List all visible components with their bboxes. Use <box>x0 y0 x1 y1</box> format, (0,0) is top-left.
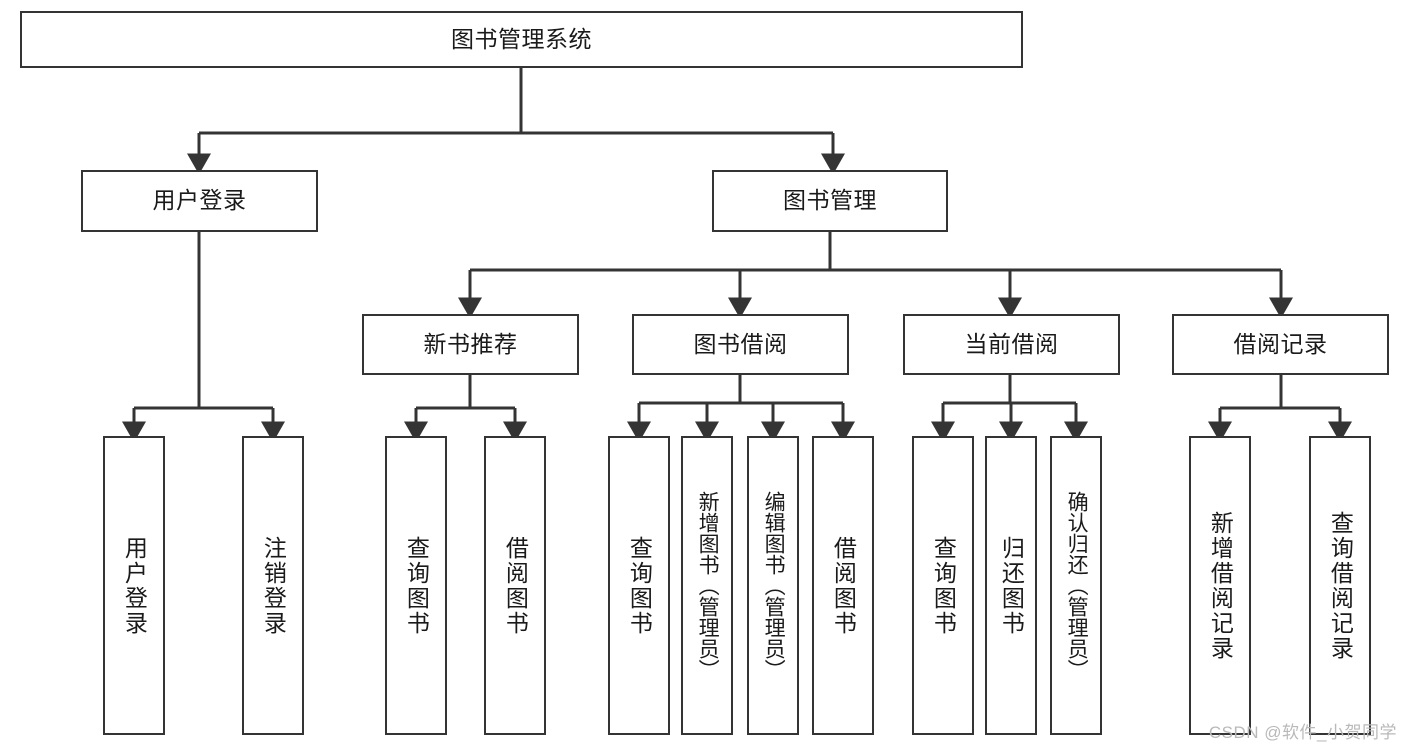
node-user-login-label: 用户登录 <box>152 187 247 214</box>
leaf-query-book-borrow-label: 查询图书 <box>626 535 653 636</box>
leaf-query-borrow-record-label: 查询借阅记录 <box>1327 510 1354 661</box>
leaf-borrow-book-recommend-label: 借阅图书 <box>502 535 529 636</box>
leaf-confirm-return-admin-label: 确认归还（管理员） <box>1065 491 1089 680</box>
node-new-book-recommend-label: 新书推荐 <box>423 330 518 357</box>
leaf-add-book-admin[interactable]: 新增图书（管理员） <box>681 436 733 735</box>
leaf-logout-label: 注销登录 <box>260 535 287 636</box>
node-book-borrow-label: 图书借阅 <box>693 330 788 357</box>
leaf-query-book-borrow[interactable]: 查询图书 <box>608 436 670 735</box>
node-root[interactable]: 图书管理系统 <box>20 11 1023 68</box>
leaf-user-login-label: 用户登录 <box>121 535 148 636</box>
node-book-borrow[interactable]: 图书借阅 <box>632 314 849 375</box>
node-book-management[interactable]: 图书管理 <box>712 170 948 232</box>
leaf-user-login[interactable]: 用户登录 <box>103 436 165 735</box>
leaf-return-book[interactable]: 归还图书 <box>985 436 1037 735</box>
leaf-add-book-admin-label: 新增图书（管理员） <box>696 491 720 680</box>
node-borrow-record-label: 借阅记录 <box>1233 330 1328 357</box>
leaf-edit-book-admin-label: 编辑图书（管理员） <box>762 491 786 680</box>
leaf-query-borrow-record[interactable]: 查询借阅记录 <box>1309 436 1371 735</box>
leaf-borrow-book-label: 借阅图书 <box>830 535 857 636</box>
leaf-query-book-recommend[interactable]: 查询图书 <box>385 436 447 735</box>
leaf-query-book-recommend-label: 查询图书 <box>403 535 430 636</box>
leaf-query-book-current[interactable]: 查询图书 <box>912 436 974 735</box>
leaf-logout[interactable]: 注销登录 <box>242 436 304 735</box>
leaf-return-book-label: 归还图书 <box>998 535 1025 636</box>
node-current-borrow-label: 当前借阅 <box>964 330 1059 357</box>
node-root-label: 图书管理系统 <box>451 25 592 52</box>
leaf-add-borrow-record[interactable]: 新增借阅记录 <box>1189 436 1251 735</box>
leaf-borrow-book-recommend[interactable]: 借阅图书 <box>484 436 546 735</box>
leaf-edit-book-admin[interactable]: 编辑图书（管理员） <box>747 436 799 735</box>
node-borrow-record[interactable]: 借阅记录 <box>1172 314 1389 375</box>
node-user-login[interactable]: 用户登录 <box>81 170 318 232</box>
node-new-book-recommend[interactable]: 新书推荐 <box>362 314 579 375</box>
leaf-add-borrow-record-label: 新增借阅记录 <box>1207 510 1234 661</box>
csdn-watermark: CSDN @软件_小贺同学 <box>1208 723 1397 742</box>
leaf-borrow-book[interactable]: 借阅图书 <box>812 436 874 735</box>
node-book-management-label: 图书管理 <box>783 187 877 214</box>
node-current-borrow[interactable]: 当前借阅 <box>903 314 1120 375</box>
leaf-query-book-current-label: 查询图书 <box>930 535 957 636</box>
leaf-confirm-return-admin[interactable]: 确认归还（管理员） <box>1050 436 1102 735</box>
